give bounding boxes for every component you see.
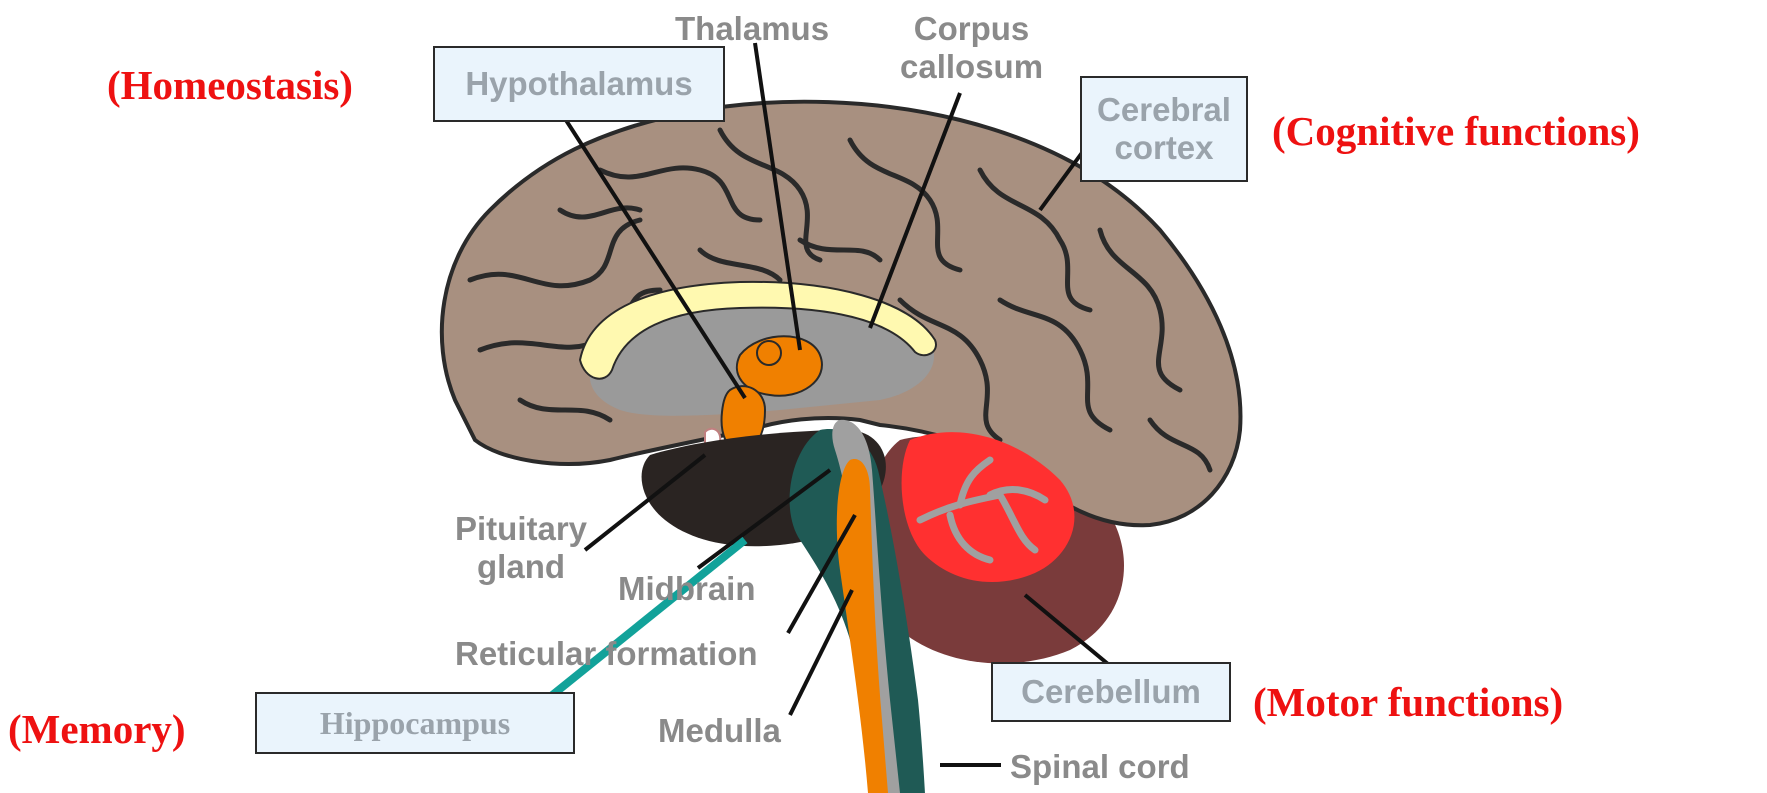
hypothalamus-box: Hypothalamus: [433, 46, 725, 122]
thalamus-label: Thalamus: [675, 10, 829, 48]
reticular-formation-label: Reticular formation: [455, 635, 758, 673]
spinal-cord-label: Spinal cord: [1010, 748, 1190, 786]
corpus-callosum-line1: Corpus: [900, 10, 1043, 48]
medulla-label: Medulla: [658, 712, 781, 750]
medulla-leader: [790, 590, 852, 715]
cerebral-cortex-line1: Cerebral: [1097, 91, 1231, 129]
cerebral-cortex-box: Cerebral cortex: [1080, 76, 1248, 182]
homeostasis-label: (Homeostasis): [107, 62, 353, 108]
corpus-callosum-line2: callosum: [900, 48, 1043, 86]
pituitary-line1: Pituitary: [455, 510, 587, 548]
hippocampus-box: Hippocampus: [255, 692, 575, 754]
corpus-callosum-label: Corpus callosum: [900, 10, 1043, 86]
cerebral-cortex-line2: cortex: [1114, 129, 1213, 167]
pituitary-line2: gland: [455, 548, 587, 586]
motor-functions-label: (Motor functions): [1253, 679, 1563, 725]
cerebellum-box: Cerebellum: [991, 662, 1231, 722]
pituitary-label: Pituitary gland: [455, 510, 587, 586]
midbrain-label: Midbrain: [618, 570, 756, 608]
memory-label: (Memory): [8, 706, 186, 752]
cognitive-functions-label: (Cognitive functions): [1272, 108, 1640, 154]
